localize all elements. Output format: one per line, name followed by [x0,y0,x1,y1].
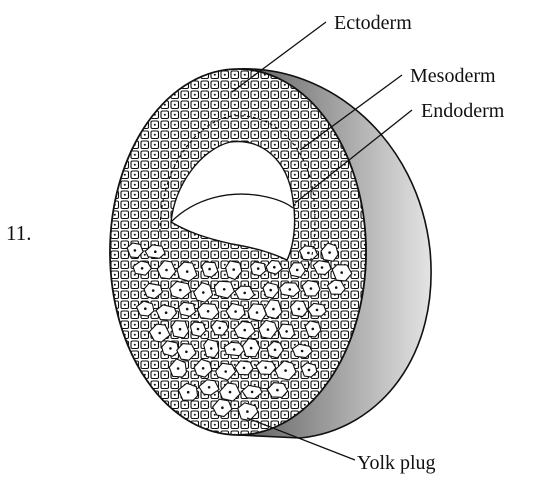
ectoderm-label: Ectoderm [334,12,412,34]
yolk-cell-nucleus [251,391,254,394]
yolk-cell-nucleus [207,310,210,313]
yolk-cell-nucleus [301,350,304,353]
yolk-cell-nucleus [186,308,189,311]
yolk-cell-nucleus [273,266,276,269]
yolk-cell-nucleus [308,369,311,372]
yolk-cell-nucleus [169,347,172,350]
yolk-cell-nucleus [256,311,259,314]
yolk-cell-nucleus [272,308,275,311]
yolk-cell-nucleus [274,349,277,352]
yolk-cell-nucleus [165,269,168,272]
yolk-cell-nucleus [177,367,180,370]
endoderm-label: Endoderm [421,100,505,122]
yolk-cell-nucleus [284,369,287,372]
yolk-cell-nucleus [208,386,211,389]
yolk-cell-nucleus [243,292,246,295]
yolk-cell-nucleus [144,307,147,310]
yolk-cell-nucleus [257,267,260,270]
yolk-cell-nucleus [298,308,301,311]
yolk-cell-nucleus [223,288,226,291]
question-number: 11. [6,221,31,245]
yolk-cell-nucleus [158,332,161,335]
yolk-cell-nucleus [208,268,211,271]
yolk-cell-nucleus [218,327,221,330]
yolk-cell-nucleus [267,328,270,331]
yolk-cell-nucleus [296,269,299,272]
yolk-cell-nucleus [234,310,237,313]
yolk-cell-nucleus [202,291,205,294]
yolk-cell-nucleus [246,410,249,413]
yolk-cell-nucleus [210,347,213,350]
yolk-cell-nucleus [276,389,279,392]
yolk-cell-nucleus [250,347,253,350]
yolk-cell-nucleus [197,328,200,331]
yolk-cell-nucleus [328,251,331,254]
yolk-cell-nucleus [340,271,343,274]
yolk-cell-nucleus [179,289,182,292]
yolk-cell-nucleus [229,391,232,394]
yolk-cell-nucleus [232,268,235,271]
yolk-cell-nucleus [316,309,319,312]
mesoderm-label: Mesoderm [410,65,496,87]
yolk-cell-nucleus [335,286,338,289]
yolk-cell-nucleus [141,267,144,270]
yolk-cell-nucleus [186,270,189,273]
yolk-cell-nucleus [307,252,310,255]
yolk-cell-nucleus [134,249,137,252]
yolk-cell-nucleus [289,288,292,291]
yolk-cell-nucleus [221,406,224,409]
yolk-cell-nucleus [187,391,190,394]
yolk-cell-nucleus [165,311,168,314]
yolk-cell-nucleus [243,367,246,370]
yolk-cell-nucleus [243,329,246,332]
yolk-cell-nucleus [321,266,324,269]
yolk-cell-nucleus [269,289,272,292]
yolk-cell-nucleus [185,351,188,354]
yolk-cell-nucleus [264,366,267,369]
yolk-cell-nucleus [202,367,205,370]
yolk-cell-nucleus [312,328,315,331]
yolk-cell-nucleus [233,348,236,351]
yolk-cell-nucleus [285,330,288,333]
yolk-cell-nucleus [154,250,157,253]
yolk-cell-nucleus [310,287,313,290]
yolk-cell-nucleus [179,328,182,331]
yolk-cell-nucleus [152,289,155,292]
yolk-cell-nucleus [224,370,227,373]
embryo-cross-section [110,69,366,435]
yolk-plug-label: Yolk plug [357,452,436,474]
